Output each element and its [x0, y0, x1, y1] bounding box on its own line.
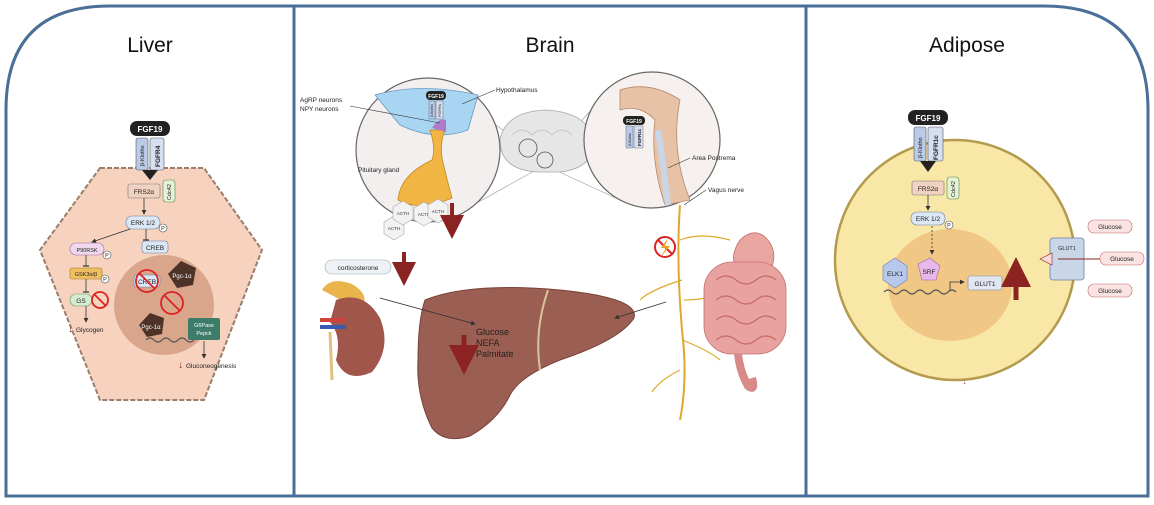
liver-panel: Liver FGF19 β-Klotho FGFR4 FRS2α Cdc42 E… [40, 34, 262, 400]
pituitary-label: Pituitary gland [358, 167, 400, 174]
liver-fgf19-label: FGF19 [138, 125, 163, 134]
elk1-label: ELK1 [887, 271, 903, 278]
adipose-klotho-label: β-Klotho [918, 137, 924, 158]
liver-glycogen-label: Glycogen [76, 327, 104, 334]
liver-p90rsk-phospho: P [105, 253, 109, 259]
area-postrema-zoom [584, 72, 720, 208]
kidney-adrenal-icon [320, 281, 385, 380]
adipose-erk-label: ERK 1/2 [916, 216, 941, 223]
adipose-fgfr1c-label: FGFR1c [933, 135, 940, 160]
adipose-fgf19-label: FGF19 [916, 114, 941, 123]
intestines-icon [704, 262, 786, 388]
liver-gluco-down-icon: ↓ [178, 360, 183, 371]
glut1-gene-label: GLUT1 [975, 281, 996, 288]
acth-label-4: ACTH [432, 209, 444, 214]
liver-fgfr4-label: FGFR4 [155, 145, 162, 167]
adipose-frs2a-label: FRS2α [918, 186, 939, 193]
liver-g6pase-label: G6Pase [194, 323, 214, 329]
brain-fgf19-right-label: FGF19 [626, 119, 642, 125]
brain-title: Brain [525, 34, 574, 57]
glucose-label-1: Glucose [1098, 224, 1122, 231]
liver-p90rsk-label: P90RSK [76, 248, 97, 254]
adipose-title: Adipose [929, 34, 1005, 57]
brain-fgfr1c-label: FGFR1c [637, 128, 642, 146]
acth-label-1: ACTH [388, 226, 400, 231]
brain-fgf19-left-label: FGF19 [428, 94, 444, 100]
adipose-erk-phospho: P [947, 223, 951, 229]
metabolite-palmitate: Palmitate [476, 349, 514, 359]
corticosterone-label: corticosterone [338, 265, 379, 272]
agrp-label: AgRP neurons [300, 97, 343, 104]
liver-gluconeogenesis-label: Gluconeogenesis [186, 363, 237, 370]
glut1-membrane-label: GLUT1 [1058, 246, 1076, 252]
vagus-label: Vagus nerve [708, 187, 744, 194]
liver-gsk-phospho: P [103, 277, 107, 283]
brain-klotho-left-label: β-Klotho [430, 104, 434, 117]
adipose-cdc42-label: Cdc42 [951, 181, 957, 197]
liver-pepck-label: Pepck [196, 331, 212, 337]
liver-pgc1a-nucleus-label: Pgc-1α [141, 325, 161, 331]
liver-gs-label: GS [76, 298, 86, 305]
liver-glycogen-down-icon: ↓ [68, 324, 73, 335]
liver-erk-label: ERK 1/2 [131, 220, 156, 227]
glucose-label-2: Glucose [1110, 256, 1134, 263]
liver-pgc1a-cyto-label: Pgc-1α [172, 274, 192, 280]
liver-erk-phospho-label: P [161, 226, 165, 232]
npy-label: NPY neurons [300, 106, 339, 113]
brain-klotho-right-label: β-Klotho [628, 133, 632, 146]
area-postrema-label: Area Postrema [692, 155, 736, 162]
adipose-panel: Adipose FGF19 β-Klotho FGFR1c FRS2α Cdc4… [835, 34, 1144, 387]
brain-fgfrs-label: FGFRs [437, 104, 442, 117]
liver-gsk-label: GSK3α/β [75, 272, 98, 278]
brain-outline-icon [500, 110, 593, 172]
liver-cdc42-label: Cdc42 [167, 184, 173, 200]
glucose-label-3: Glucose [1098, 288, 1122, 295]
metabolite-glucose: Glucose [476, 327, 509, 337]
liver-title: Liver [127, 34, 173, 57]
liver-frs2a-label: FRS2α [134, 189, 155, 196]
liver-klotho-label: β-Klotho [140, 145, 146, 166]
brain-panel: Brain FGF19 β-Klotho FGFRs AgRP neurons … [300, 34, 786, 439]
liver-creb-label: CREB [146, 245, 164, 252]
vagal-block-icon [655, 237, 675, 258]
acth-label-2: ACTH [397, 211, 409, 216]
srf-label: SRF [923, 269, 936, 276]
hypothalamus-label: Hypothalamus [496, 87, 538, 94]
liver-organ-icon [418, 288, 635, 439]
metabolite-nefa: NEFA [476, 338, 500, 348]
adipose-small-down-icon: ↓ [962, 376, 967, 387]
